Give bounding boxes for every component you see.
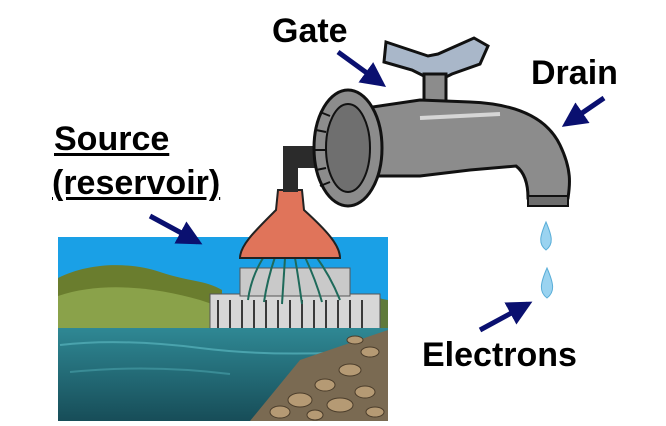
electrons-label: Electrons xyxy=(422,336,577,374)
source-funnel xyxy=(238,146,342,305)
gate-label: Gate xyxy=(272,12,348,50)
source-label: Source xyxy=(54,120,170,158)
drain-label: Drain xyxy=(531,54,618,92)
drain-arrow xyxy=(561,95,606,127)
gate-arrow xyxy=(336,49,387,87)
reservoir-dam-image xyxy=(58,237,388,421)
water-drop-icon xyxy=(540,220,554,299)
source-arrow xyxy=(148,213,203,245)
electrons-arrow xyxy=(478,301,533,333)
reservoir-label: (reservoir) xyxy=(52,164,221,202)
faucet-icon xyxy=(312,36,572,208)
